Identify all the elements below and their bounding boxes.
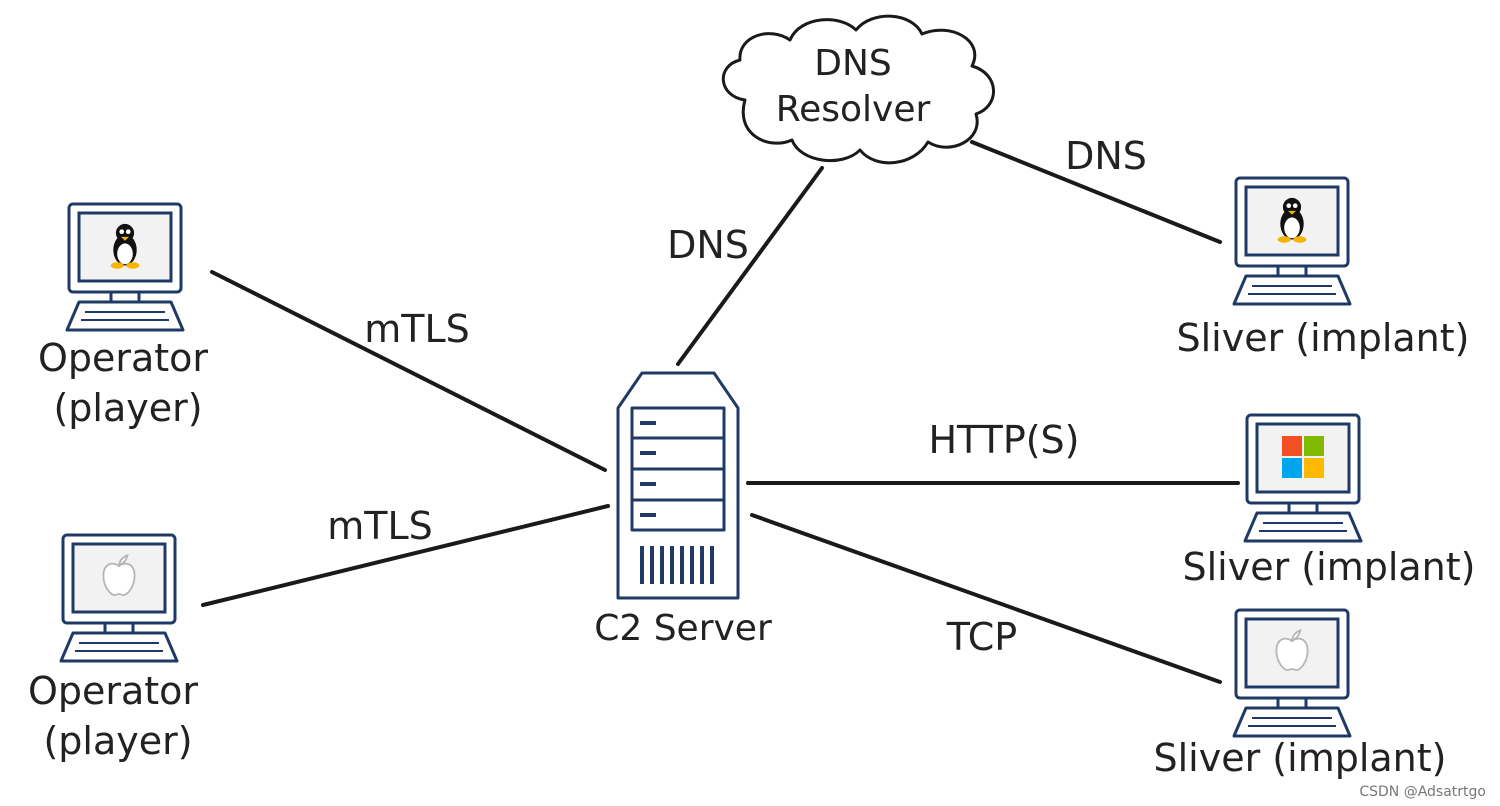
dns-resolver-label-line2: Resolver: [776, 89, 931, 130]
edge-label-tcp: TCP: [946, 615, 1017, 659]
computer-icon: [65, 202, 185, 332]
edge-label-mtls-linux: mTLS: [364, 307, 470, 351]
edge-label-dns-c2: DNS: [667, 223, 749, 267]
dns-resolver-node: DNS Resolver: [721, 14, 995, 165]
edge-label-https: HTTP(S): [928, 418, 1079, 462]
watermark-text: CSDN @Adsatrtgo: [1359, 784, 1486, 800]
operator-linux-node: Operator (player): [38, 202, 208, 430]
cloud-icon: [721, 14, 995, 165]
operator-mac-label-line1: Operator: [28, 669, 198, 713]
operator-mac-label-line2: (player): [43, 719, 192, 763]
implant-windows-node: Sliver (implant): [1183, 413, 1476, 589]
computer-icon: [1232, 608, 1352, 738]
edge-label-dns-implant: DNS: [1065, 134, 1147, 178]
edge-operator-linux-c2: [210, 270, 607, 472]
implant-mac-label: Sliver (implant): [1154, 736, 1447, 780]
computer-icon: [59, 533, 179, 663]
server-tower-icon: [616, 371, 740, 600]
edge-label-mtls-mac: mTLS: [327, 504, 433, 548]
edge-c2-dns: [676, 166, 824, 366]
operator-linux-label-line1: Operator: [38, 336, 208, 380]
operator-linux-label-line2: (player): [53, 386, 202, 430]
edge-dns-implant-linux: [970, 140, 1222, 244]
implant-mac-node: Sliver (implant): [1154, 608, 1447, 780]
implant-linux-node: Sliver (implant): [1177, 176, 1470, 360]
edge-operator-mac-c2: [201, 504, 610, 607]
dns-resolver-label-line1: DNS: [814, 43, 892, 84]
implant-linux-label: Sliver (implant): [1177, 316, 1470, 360]
edge-c2-implant-mac: [750, 513, 1222, 684]
c2-server-node: C2 Server: [594, 371, 772, 649]
implant-windows-label: Sliver (implant): [1183, 545, 1476, 589]
operator-mac-node: Operator (player): [28, 533, 198, 763]
computer-icon: [1243, 413, 1363, 543]
c2-server-label: C2 Server: [594, 608, 772, 649]
computer-icon: [1232, 176, 1352, 306]
